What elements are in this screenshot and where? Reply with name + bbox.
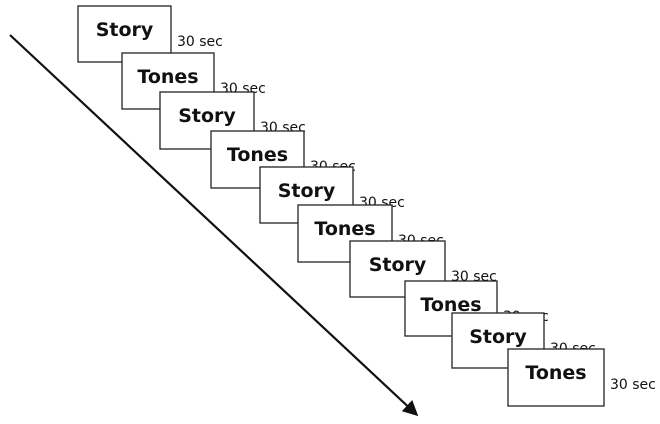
block-label: Story (369, 254, 427, 276)
block-label: Story (96, 19, 154, 41)
block-label: Tones (137, 66, 198, 88)
time-arrow (9, 34, 419, 417)
block-label: Tones (420, 294, 481, 316)
block-label: Story (278, 180, 336, 202)
block-label: Tones (227, 144, 288, 166)
block-label: Story (178, 105, 236, 127)
block-label: Tones (525, 362, 586, 384)
block-10: Tones 30 sec (507, 348, 656, 407)
duration-label: 30 sec (177, 34, 223, 50)
block-label: Story (469, 326, 527, 348)
block-label: Tones (314, 218, 375, 240)
duration-label: 30 sec (610, 377, 656, 393)
block-rect (507, 348, 605, 407)
